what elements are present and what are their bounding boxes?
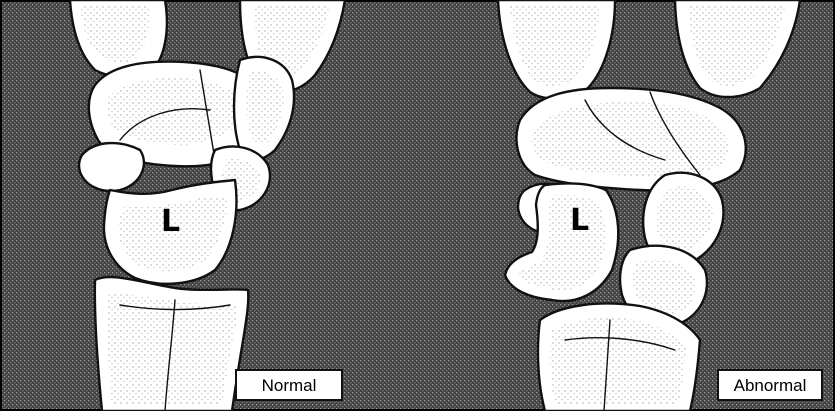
- normal-caption-box: Normal: [236, 370, 342, 400]
- normal-lunate-label: L: [161, 204, 180, 239]
- abnormal-caption: Abnormal: [734, 376, 807, 395]
- normal-scaphoid: [79, 143, 144, 191]
- normal-caption: Normal: [262, 376, 317, 395]
- abnormal-caption-box: Abnormal: [718, 370, 822, 400]
- abnormal-lunate-label: L: [570, 203, 589, 238]
